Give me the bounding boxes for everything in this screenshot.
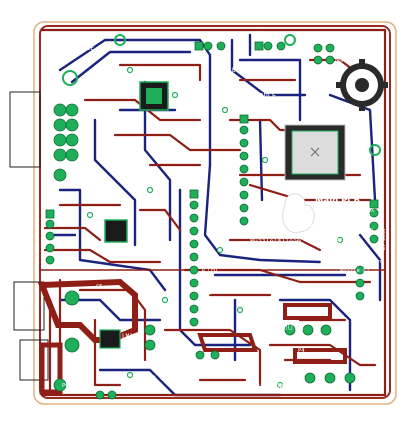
label-rx: RX: [368, 208, 374, 214]
board-title-line2: Main PCB: [315, 196, 360, 206]
label-main-board: Main Board: [350, 259, 383, 265]
ldo-chip: [99, 329, 121, 349]
power-bus-label: POWER-BUS: [62, 383, 92, 389]
label-gnd: GND: [364, 228, 373, 234]
pin-headers: [45, 41, 379, 400]
conn1-label: CONN1: [46, 200, 63, 206]
label-3v3-top: 3V3: [198, 51, 204, 60]
bluetooth-label: BLUETOOTH: [255, 323, 304, 333]
label-r1: R1: [160, 312, 166, 318]
label-c5: C5: [96, 284, 103, 290]
label-5v: 5V: [200, 321, 207, 327]
label-msp: MSP: [296, 33, 302, 42]
label-led-r: LED_R: [202, 307, 218, 313]
sensor-chip: [104, 219, 128, 243]
side-connector: [19, 339, 49, 381]
mcu-chip: [284, 124, 346, 181]
buttons-label: BUTTONS: [232, 67, 258, 74]
label-p4: P4: [298, 348, 305, 354]
label-3v3-test: 3V3 TES: [145, 375, 171, 382]
mcu-module-label: MCU MODULE: [234, 92, 276, 100]
label-l1: L1: [110, 304, 117, 310]
label-j5: J5: [228, 288, 235, 294]
power-connector: [13, 281, 45, 331]
label-u1: U1: [123, 323, 131, 330]
board-date: 2017-06-12: [310, 224, 358, 233]
team-mascot-logo: [282, 193, 315, 234]
label-led-ir: LED_IR: [112, 166, 131, 172]
label-r-led: R_LED: [202, 268, 217, 274]
afe-chip: [139, 81, 169, 111]
board-title-line1: PPG Measurement: [282, 183, 370, 193]
bt-conn-label: BT CONN: [381, 229, 387, 250]
pcb-badge: PCB: [320, 261, 331, 268]
afe-module-label: AFE MODULE: [55, 44, 94, 52]
label-swd: SWD: [258, 31, 264, 40]
label-vbus: VBUS: [202, 281, 214, 287]
usb-connector: [9, 91, 41, 168]
vias: [86, 66, 344, 389]
label-lm1117: LM1117: [122, 333, 144, 340]
label-adc: ADC: [202, 294, 211, 300]
board-revision: Rev 1.0: [322, 210, 354, 219]
led-module-label: LED MODULE: [258, 383, 295, 390]
board-team: Puzzle(*)Team, XJTU-BME: [250, 237, 340, 245]
puzzle-badge: Puzzle LI: [340, 268, 370, 274]
mounting-holes: [62, 34, 381, 156]
team-logo-gear: [336, 59, 388, 111]
label-8mhz: 8MHz: [335, 58, 348, 64]
label-tx: TX: [368, 218, 374, 224]
